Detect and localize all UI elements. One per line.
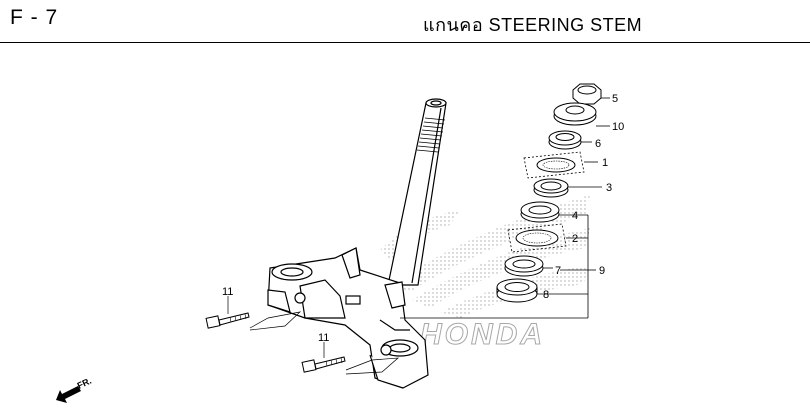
part-dust-seal <box>504 255 544 277</box>
part-inner-race <box>496 278 538 303</box>
front-direction-label: FR. <box>76 376 93 391</box>
callout-5: 5 <box>612 93 618 105</box>
callout-11-lower: 11 <box>318 332 329 344</box>
callout-11-upper: 11 <box>222 286 233 298</box>
callout-10: 10 <box>612 121 624 133</box>
flange-bolt-upper <box>205 312 250 329</box>
callout-3: 3 <box>606 182 612 194</box>
part-top-thread <box>548 130 582 150</box>
callout-6: 6 <box>595 138 601 150</box>
part-steel-ball-race-lower <box>507 223 567 253</box>
page-title: แกนคอ STEERING STEM <box>423 15 643 35</box>
callout-8: 8 <box>543 289 549 301</box>
callout-2: 2 <box>572 233 578 245</box>
callout-4: 4 <box>572 210 578 222</box>
part-outer-race-lower <box>520 201 560 223</box>
header-divider <box>0 42 810 43</box>
honda-watermark-text: HONDA <box>420 318 545 351</box>
part-outer-race-upper <box>533 178 569 198</box>
steering-stem <box>267 98 447 389</box>
callout-9: 9 <box>599 265 605 277</box>
flange-bolt-lower <box>301 356 346 373</box>
part-lock-nut <box>572 83 602 105</box>
page-code: F - 7 <box>10 6 59 29</box>
callout-7: 7 <box>555 265 561 277</box>
bolt-guide-lines <box>227 296 400 375</box>
front-direction-arrow-icon <box>56 386 81 403</box>
part-steel-ball-race-upper <box>523 151 585 179</box>
part-lock-washer <box>553 102 597 126</box>
callout-1: 1 <box>602 157 608 169</box>
callout-leader-lines <box>400 97 610 319</box>
